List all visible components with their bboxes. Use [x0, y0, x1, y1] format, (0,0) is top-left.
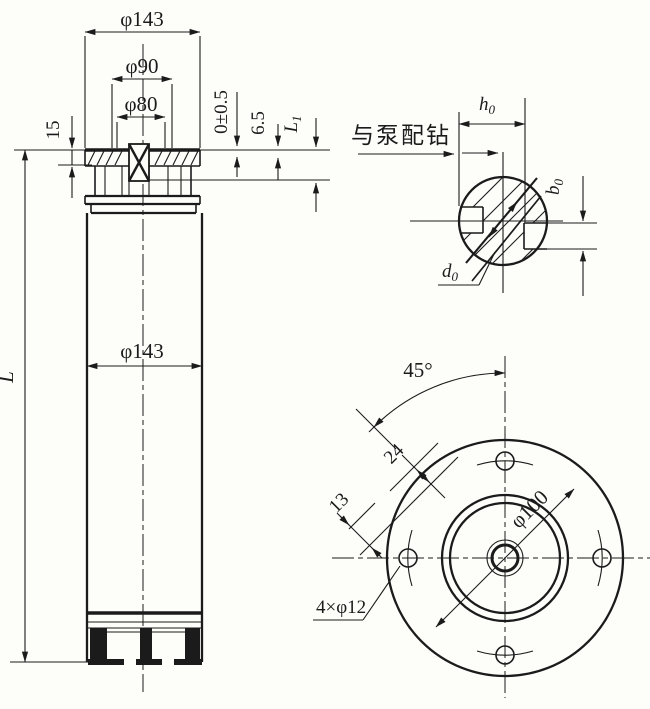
- dim-overall-length: L: [0, 149, 29, 663]
- flange-face-view: φ100 45° 24 13 4×φ12: [313, 356, 650, 698]
- drill-with-pump-note: 与泵配钻: [351, 122, 499, 158]
- dim-hole-width: b0: [531, 176, 597, 296]
- bottom-cap: [10, 628, 202, 665]
- dim-label-15: 15: [43, 121, 64, 140]
- flange-plate: [84, 150, 201, 167]
- dim-label-b0: b0: [543, 179, 566, 196]
- dim-label-phi80: φ80: [124, 92, 157, 116]
- flange-outer-circle: [385, 438, 625, 678]
- dim-label-0tol: 0±0.5: [211, 90, 232, 134]
- dim-recess-depth: 6.5: [248, 111, 282, 180]
- dim-spigot-90: φ90: [111, 54, 173, 148]
- dim-bolt-hole-callout: 4×φ12: [313, 565, 401, 621]
- motor-body: [85, 213, 204, 662]
- dim-hole-angle: 45°: [355, 358, 506, 450]
- dim-label-13: 13: [325, 489, 353, 517]
- dim-label-6-5: 6.5: [248, 111, 269, 135]
- upper-housing: [84, 166, 201, 215]
- dim-shaft-extension: L1: [281, 115, 320, 212]
- dim-hole-position: h0: [458, 94, 526, 222]
- dim-flange-thickness: 15: [43, 116, 92, 198]
- dim-label-phi143-body: φ143: [120, 339, 164, 363]
- dim-flange-od-top: φ143: [84, 7, 201, 148]
- dim-shaft-diameter: d0: [438, 251, 496, 286]
- dim-label-L: L: [0, 371, 18, 384]
- dim-label-45deg: 45°: [403, 358, 432, 382]
- cable-slot-dims: 24 13: [325, 440, 459, 559]
- dim-label-phi143-top: φ143: [120, 7, 164, 31]
- dim-body-od: φ143: [86, 339, 203, 370]
- shaft-section-hatching: [460, 178, 546, 264]
- side-view: φ143 φ90 φ80 15 0±0.5: [0, 7, 330, 692]
- dim-label-4xphi12: 4×φ12: [316, 597, 366, 618]
- dim-spigot-80: φ80: [116, 92, 166, 148]
- dim-label-L1: L1: [281, 115, 304, 133]
- shaft-stub: [127, 143, 151, 182]
- dim-shaft-end-tolerance: 0±0.5: [211, 90, 241, 177]
- bolt-holes: [398, 451, 612, 665]
- dim-label-d0: d0: [442, 261, 459, 284]
- dim-label-phi100: φ100: [505, 485, 553, 533]
- dim-label-h0: h0: [479, 94, 496, 117]
- note-label-drill-with-pump: 与泵配钻: [351, 122, 451, 148]
- dim-label-phi90: φ90: [125, 54, 158, 78]
- shaft-section-view: h0 与泵配钻 b0 d0: [351, 94, 597, 296]
- dim-label-24: 24: [380, 440, 409, 469]
